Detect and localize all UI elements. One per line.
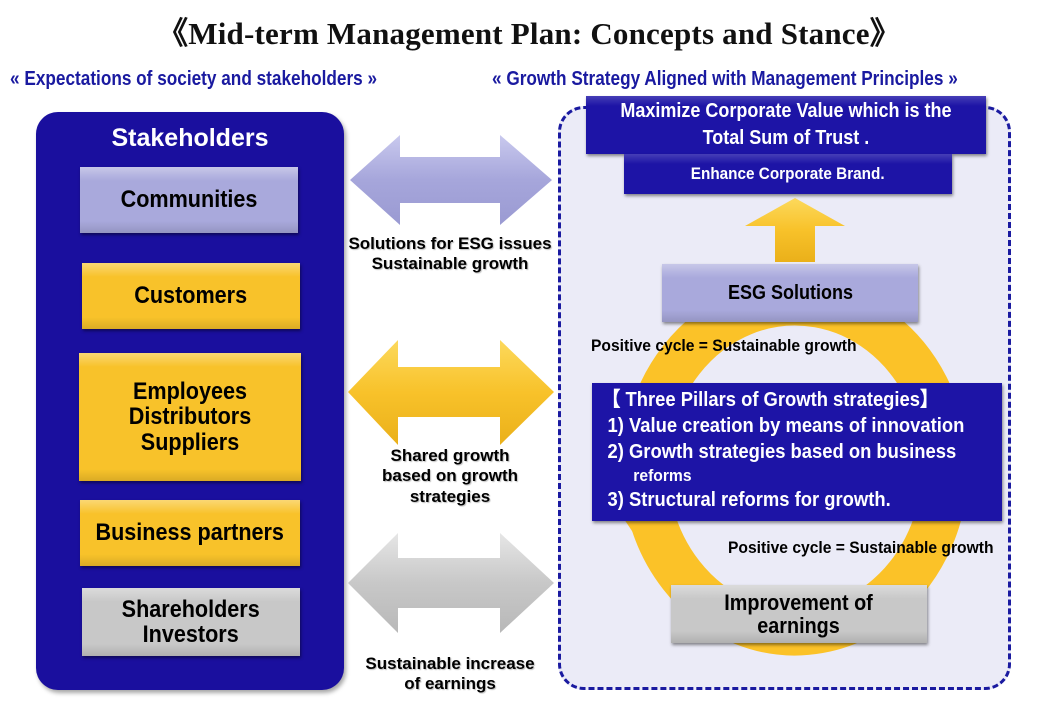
cycle-label-bottom: Positive cycle = Sustainable growth <box>728 538 994 557</box>
stakeholder-label: Shareholders Investors <box>121 595 261 648</box>
stakeholder-employees-distributors-suppliers: Employees Distributors Suppliers <box>79 353 301 481</box>
brand-box: Enhance Corporate Brand. <box>624 154 952 194</box>
pillar-item-2: 2) Growth strategies based on business <box>607 441 957 463</box>
brand-text: Enhance Corporate Brand. <box>691 164 885 183</box>
up-arrow-icon <box>745 198 845 262</box>
connector-label-shared-growth: Shared growth based on growth strategies <box>382 446 518 506</box>
pillars-title: 【 Three Pillars of Growth strategies】 <box>602 389 939 411</box>
earnings-text: Improvement of earnings <box>724 589 874 638</box>
improvement-of-earnings-box: Improvement of earnings <box>671 585 927 643</box>
stakeholder-shareholders-investors: Shareholders Investors <box>82 588 300 656</box>
pillar-item-2-cont: reforms <box>633 466 692 485</box>
connector-label-esg: Solutions for ESG issues Sustainable gro… <box>348 234 552 274</box>
goal-box: Maximize Corporate Value which is the To… <box>586 96 986 154</box>
pillar-item-1: 1) Value creation by means of innovation <box>607 415 965 437</box>
stakeholders-title: Stakeholders <box>111 124 269 152</box>
stakeholder-label: Business partners <box>95 519 285 547</box>
stakeholder-label: Communities <box>120 186 258 214</box>
three-pillars-box: 【 Three Pillars of Growth strategies】 1)… <box>592 383 1002 521</box>
esg-solutions-box: ESG Solutions <box>662 264 918 322</box>
left-section-heading: « Expectations of society and stakeholde… <box>10 68 378 90</box>
right-section-heading: « Growth Strategy Aligned with Managemen… <box>492 68 958 90</box>
double-arrow-shared-growth <box>348 340 554 445</box>
stakeholder-label: Employees Distributors Suppliers <box>128 378 252 456</box>
double-arrow-earnings <box>348 533 554 633</box>
cycle-label-top: Positive cycle = Sustainable growth <box>591 336 857 355</box>
stakeholder-business-partners: Business partners <box>80 500 300 566</box>
stakeholder-label: Customers <box>134 282 248 310</box>
pillar-item-3: 3) Structural reforms for growth. <box>607 489 891 511</box>
connector-label-earnings: Sustainable increase of earnings <box>365 654 535 694</box>
page-title: 《Mid-term Management Plan: Concepts and … <box>157 16 901 51</box>
stakeholder-communities: Communities <box>80 167 298 233</box>
esg-text: ESG Solutions <box>727 281 853 304</box>
double-arrow-esg <box>350 135 552 225</box>
stakeholder-customers: Customers <box>82 263 300 329</box>
goal-text: Maximize Corporate Value which is the To… <box>620 100 952 149</box>
